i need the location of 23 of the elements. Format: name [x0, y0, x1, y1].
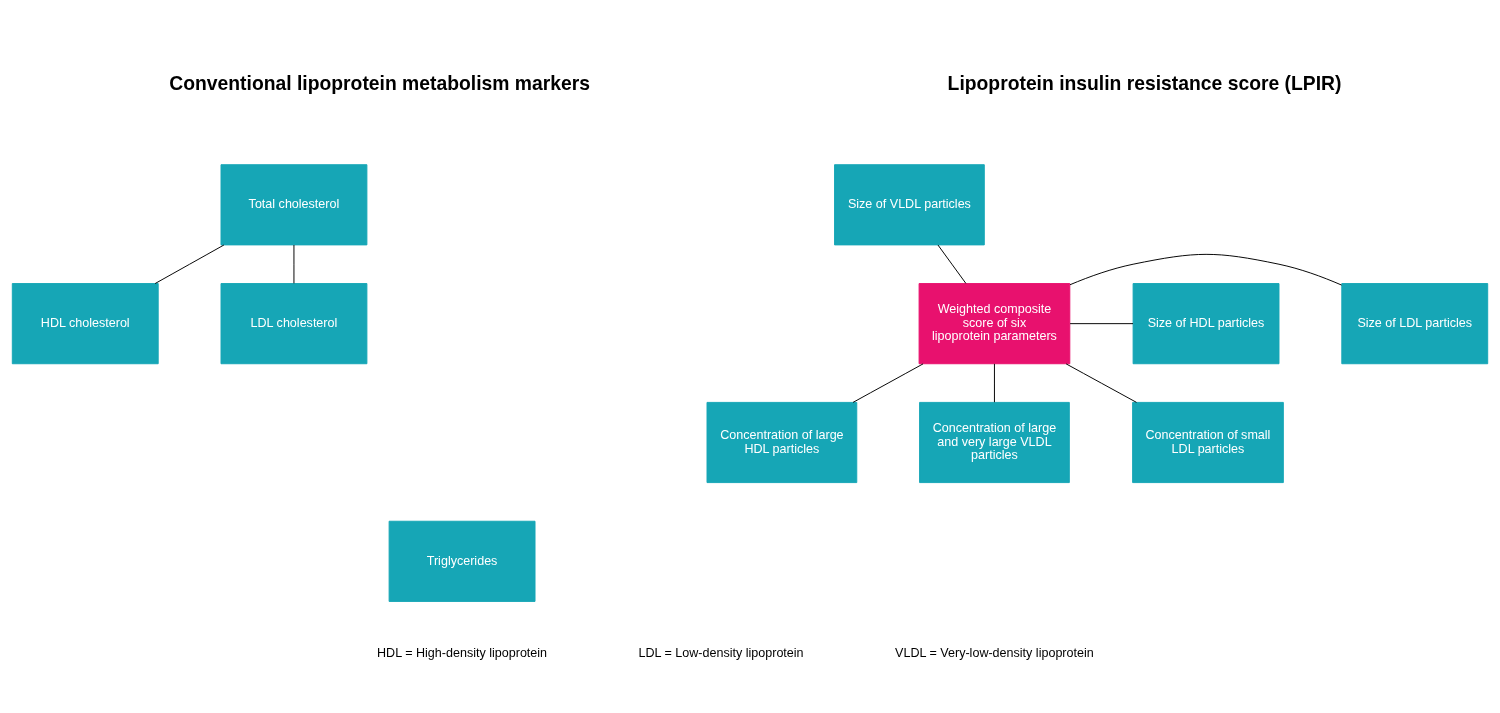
- connector: [1069, 253, 1343, 286]
- node-box: Concentration of large HDL particles: [706, 401, 858, 484]
- connector: [937, 244, 967, 284]
- node-box: Concentration of large and very large VLDL particles: [919, 401, 1070, 484]
- node-box: Size of VLDL particles: [834, 164, 985, 246]
- node-box: Concentration of small LDL particles: [1132, 401, 1284, 484]
- node-box: LDL cholesterol: [220, 283, 368, 365]
- connector: [852, 363, 924, 403]
- label: LDL = Low-density lipoprotein: [638, 645, 804, 660]
- node-box: Weighted composite score of six lipoprotein parameters: [918, 283, 1071, 365]
- node-box: Total cholesterol: [220, 164, 368, 246]
- connector: [1069, 323, 1134, 325]
- node-box: Size of HDL particles: [1132, 283, 1280, 365]
- label: Lipoprotein insulin resistance score (LPIR): [947, 72, 1342, 94]
- connector: [993, 363, 995, 403]
- label: VLDL = Very-low-density lipoprotein: [895, 645, 1094, 660]
- connector: [154, 244, 225, 284]
- node-box: HDL cholesterol: [11, 283, 159, 365]
- node-box: Size of LDL particles: [1341, 283, 1489, 365]
- node-box: Triglycerides: [388, 520, 536, 602]
- label: Conventional lipoprotein metabolism markers: [169, 72, 590, 94]
- label: HDL = High-density lipoprotein: [377, 645, 548, 660]
- connector: [1065, 363, 1137, 403]
